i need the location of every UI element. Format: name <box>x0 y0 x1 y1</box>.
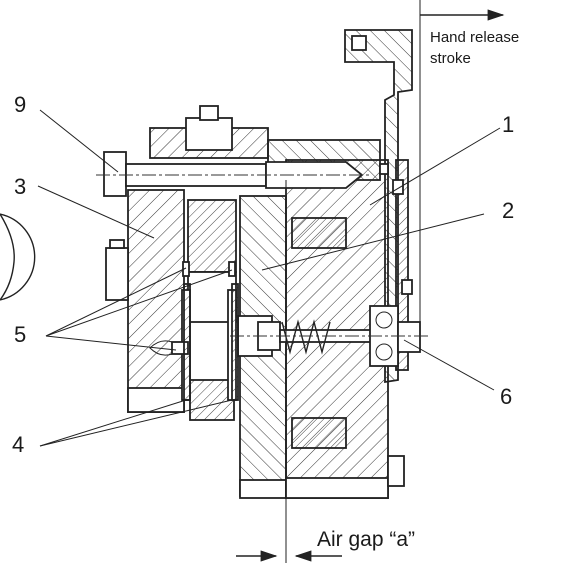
callout-6: 6 <box>500 384 512 409</box>
callout-5: 5 <box>14 322 26 347</box>
part-4-linings <box>183 283 239 401</box>
callout-2: 2 <box>502 198 514 223</box>
shaft-outline <box>0 213 36 301</box>
callout-4: 4 <box>12 432 24 457</box>
air-gap-dimension: Air gap “a” <box>236 180 415 563</box>
callout-3: 3 <box>14 174 26 199</box>
hand-release-indicator: Hand release stroke <box>419 0 519 338</box>
leader-lines <box>37 109 501 447</box>
callout-1: 1 <box>502 112 514 137</box>
callout-numbers: 9 3 1 2 5 6 4 <box>12 92 514 457</box>
hand-release-label-line2: stroke <box>430 50 471 67</box>
part-3-housing <box>105 189 185 413</box>
air-gap-label: Air gap “a” <box>317 528 415 551</box>
hand-release-label-line1: Hand release <box>430 29 519 46</box>
part-6-release-screw <box>230 305 428 367</box>
part-9-bolt <box>96 151 372 197</box>
callout-9: 9 <box>14 92 26 117</box>
